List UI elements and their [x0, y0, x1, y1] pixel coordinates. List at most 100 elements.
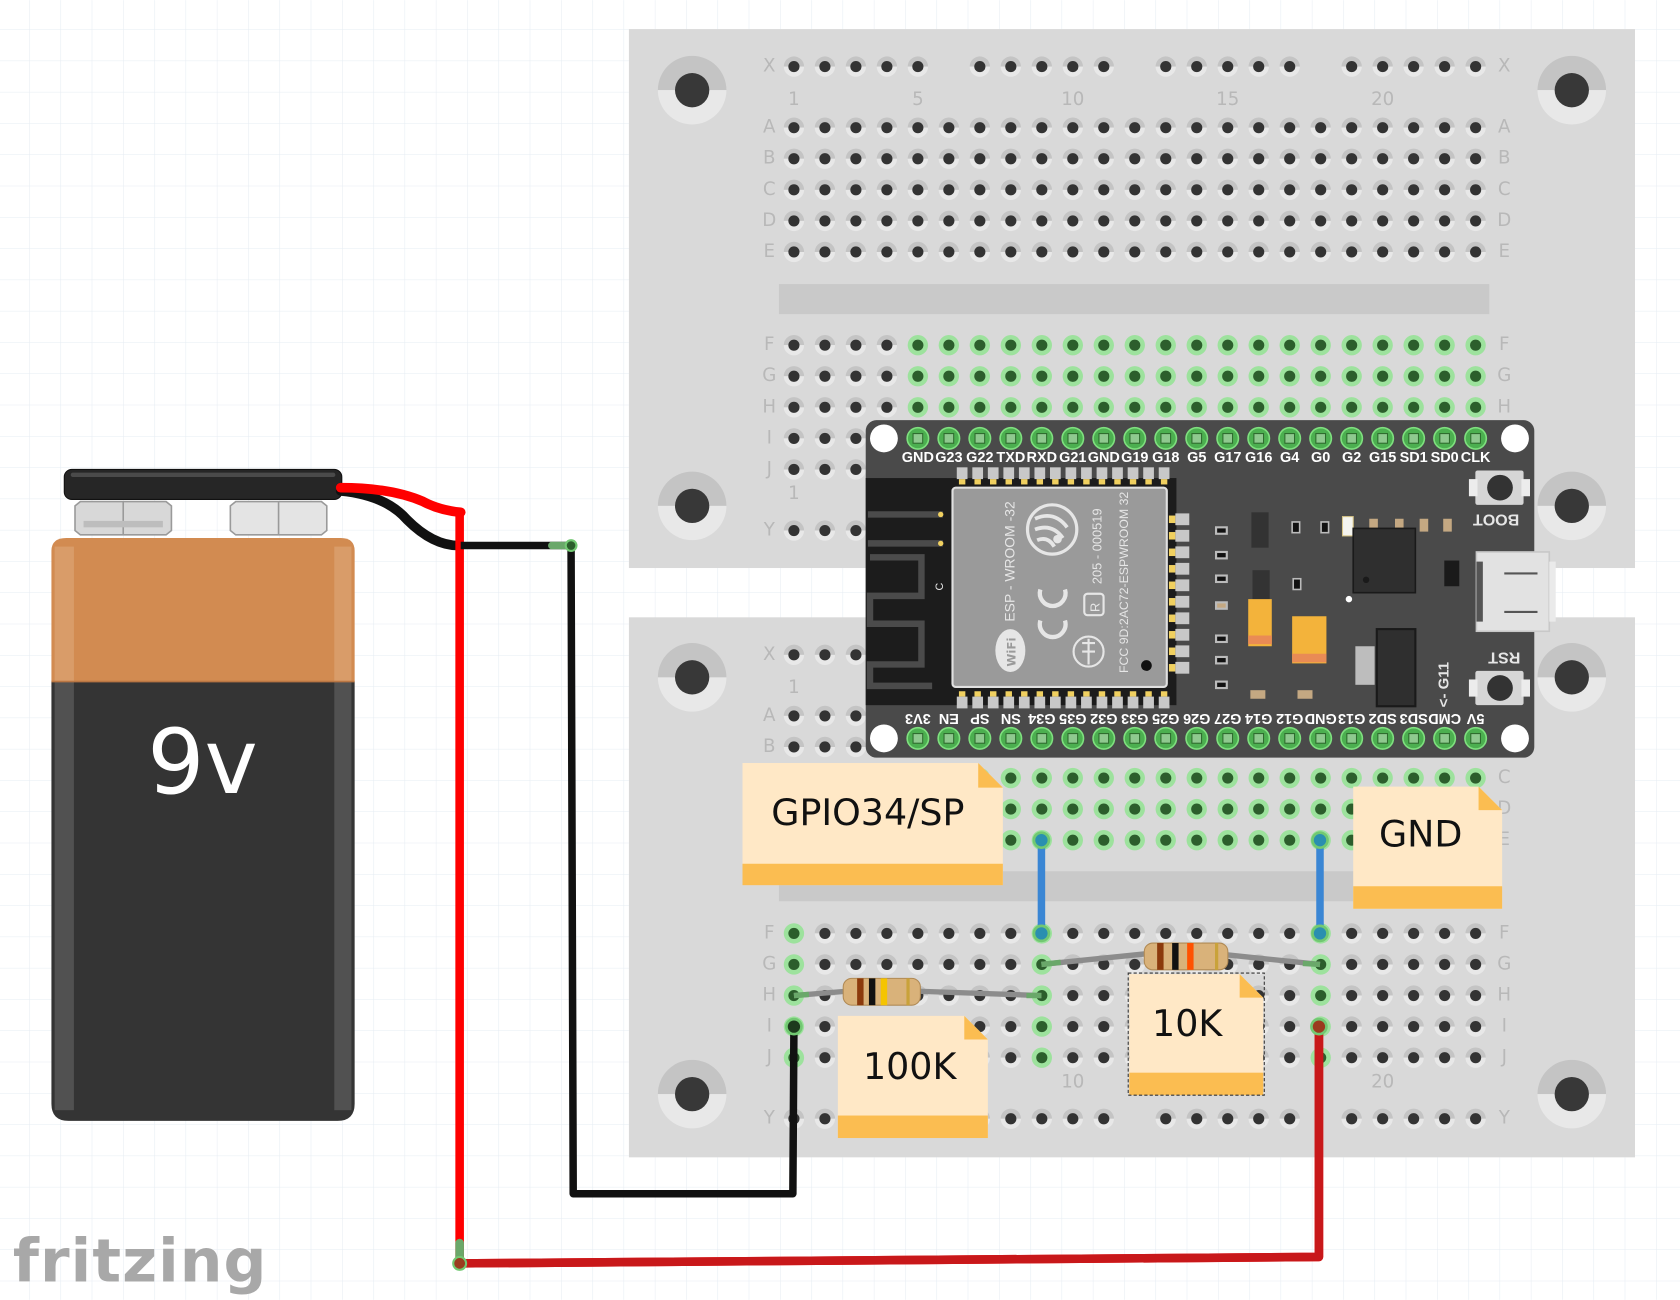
breadboard-hole[interactable] — [1031, 767, 1052, 789]
esp32-pin-clk[interactable]: CLK — [1461, 426, 1491, 466]
breadboard-hole[interactable] — [1465, 366, 1486, 387]
breadboard-hole[interactable] — [845, 459, 867, 480]
esp32-pin-g14[interactable]: G14 — [1245, 710, 1272, 750]
breadboard-hole[interactable] — [1465, 210, 1486, 232]
breadboard-hole[interactable] — [1031, 1016, 1052, 1037]
breadboard-hole[interactable] — [1465, 117, 1486, 138]
breadboard-hole[interactable] — [1279, 179, 1300, 200]
breadboard-hole[interactable] — [1341, 767, 1362, 789]
breadboard-hole[interactable] — [1465, 1016, 1486, 1037]
breadboard-hole[interactable] — [783, 366, 805, 387]
breadboard-hole[interactable] — [1186, 397, 1207, 418]
breadboard-hole[interactable] — [814, 397, 836, 418]
breadboard-hole[interactable] — [1155, 798, 1176, 820]
breadboard-hole[interactable] — [1093, 56, 1114, 77]
breadboard-hole[interactable] — [1403, 210, 1424, 232]
breadboard-hole[interactable] — [1062, 56, 1083, 77]
breadboard-hole[interactable] — [1248, 830, 1269, 851]
breadboard-hole[interactable] — [1155, 56, 1176, 77]
breadboard-hole[interactable] — [1217, 1108, 1238, 1129]
breadboard-hole[interactable] — [1248, 179, 1269, 200]
breadboard-hole[interactable] — [814, 148, 836, 169]
breadboard-hole[interactable] — [1217, 397, 1238, 418]
breadboard-hole[interactable] — [1465, 985, 1486, 1006]
breadboard-hole[interactable] — [1341, 335, 1362, 356]
breadboard-hole[interactable] — [1124, 923, 1145, 944]
breadboard-hole[interactable] — [1279, 1108, 1300, 1129]
battery-9v[interactable]: 9v — [51, 468, 355, 1121]
breadboard-hole[interactable] — [876, 56, 898, 77]
breadboard-hole[interactable] — [1279, 830, 1300, 851]
breadboard-hole[interactable] — [938, 366, 960, 387]
esp32-pin-sp[interactable]: SP — [968, 710, 992, 750]
breadboard-hole[interactable] — [783, 210, 805, 232]
breadboard-hole[interactable] — [1341, 56, 1362, 77]
breadboard-hole[interactable] — [1279, 335, 1300, 356]
breadboard-hole[interactable] — [907, 241, 929, 263]
breadboard-hole[interactable] — [1093, 767, 1114, 789]
breadboard-hole[interactable] — [1000, 241, 1022, 263]
esp32-pin-g0[interactable]: G0 — [1309, 426, 1333, 466]
esp32-pin-en[interactable]: EN — [937, 710, 961, 750]
breadboard-hole[interactable] — [783, 954, 805, 975]
breadboard-hole[interactable] — [845, 148, 867, 169]
breadboard-hole[interactable] — [1465, 397, 1486, 418]
breadboard-hole[interactable] — [876, 241, 898, 263]
breadboard-hole[interactable] — [1217, 179, 1238, 200]
esp32-pin-g32[interactable]: G32 — [1090, 710, 1117, 750]
wire-endpoint[interactable] — [1311, 831, 1329, 850]
wire-endpoint[interactable] — [1032, 831, 1051, 850]
breadboard-hole[interactable] — [1465, 148, 1486, 169]
esp32-pin-g27[interactable]: G27 — [1214, 710, 1241, 750]
breadboard-hole[interactable] — [1465, 767, 1486, 789]
breadboard-hole[interactable] — [938, 241, 960, 263]
breadboard-hole[interactable] — [1310, 397, 1331, 418]
breadboard-hole[interactable] — [1217, 767, 1238, 789]
breadboard-hole[interactable] — [845, 428, 867, 449]
breadboard-hole[interactable] — [969, 179, 991, 200]
breadboard-hole[interactable] — [1434, 117, 1455, 138]
breadboard-hole[interactable] — [1279, 798, 1300, 820]
breadboard-hole[interactable] — [845, 954, 867, 975]
breadboard-hole[interactable] — [1403, 179, 1424, 200]
breadboard-hole[interactable] — [1031, 985, 1052, 1006]
breadboard-hole[interactable] — [1279, 210, 1300, 232]
breadboard-hole[interactable] — [1341, 397, 1362, 418]
breadboard-hole[interactable] — [1062, 397, 1083, 418]
breadboard-hole[interactable] — [1341, 1047, 1362, 1068]
breadboard-hole[interactable] — [1403, 397, 1424, 418]
breadboard-hole[interactable] — [1372, 954, 1393, 975]
breadboard-hole[interactable] — [1031, 1047, 1052, 1068]
breadboard-hole[interactable] — [1372, 767, 1393, 789]
esp32-pin-rxd[interactable]: RXD — [1027, 426, 1058, 466]
breadboard-hole[interactable] — [1186, 923, 1207, 944]
breadboard-hole[interactable] — [1093, 923, 1114, 944]
breadboard-hole[interactable] — [1155, 335, 1176, 356]
breadboard-hole[interactable] — [1155, 148, 1176, 169]
breadboard-hole[interactable] — [1279, 148, 1300, 169]
esp32-pin-g22[interactable]: G22 — [966, 426, 994, 466]
breadboard-hole[interactable] — [969, 954, 991, 975]
breadboard-hole[interactable] — [1062, 985, 1083, 1006]
breadboard-hole[interactable] — [1310, 179, 1331, 200]
breadboard-hole[interactable] — [814, 954, 836, 975]
breadboard-hole[interactable] — [1341, 148, 1362, 169]
breadboard-hole[interactable] — [1062, 148, 1083, 169]
breadboard-hole[interactable] — [1155, 1108, 1176, 1129]
breadboard-hole[interactable] — [814, 335, 836, 356]
breadboard-hole[interactable] — [1124, 241, 1145, 263]
breadboard-hole[interactable] — [876, 117, 898, 138]
breadboard-hole[interactable] — [1062, 241, 1083, 263]
breadboard-hole[interactable] — [1155, 366, 1176, 387]
breadboard-hole[interactable] — [1093, 830, 1114, 851]
breadboard-hole[interactable] — [907, 56, 929, 77]
breadboard-hole[interactable] — [1186, 798, 1207, 820]
breadboard-hole[interactable] — [1000, 767, 1022, 789]
breadboard-hole[interactable] — [938, 923, 960, 944]
breadboard-hole[interactable] — [1124, 830, 1145, 851]
breadboard-hole[interactable] — [1341, 117, 1362, 138]
esp32-pin-txd[interactable]: TXD — [996, 426, 1025, 466]
esp32-pin-g26[interactable]: G26 — [1183, 710, 1210, 750]
esp32-pin-gnd[interactable]: GND — [1305, 710, 1337, 750]
breadboard-hole[interactable] — [1248, 335, 1269, 356]
